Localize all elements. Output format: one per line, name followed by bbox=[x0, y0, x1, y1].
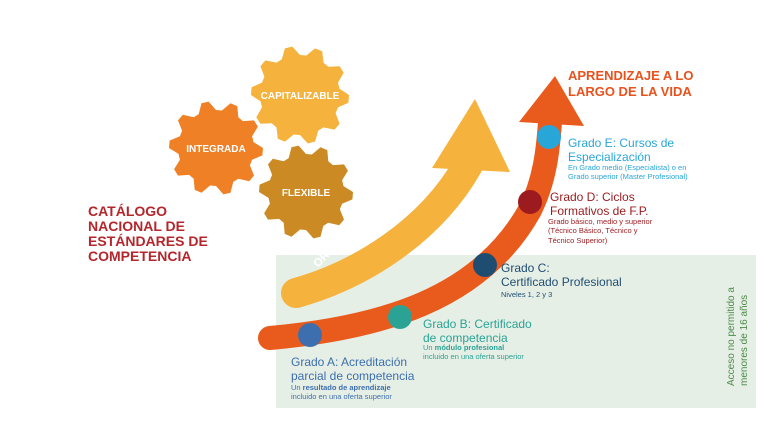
grade-d-sub-line-1: Grado básico, medio y superior bbox=[548, 217, 653, 226]
grade-e-sub-line-2: Grado superior (Master Profesional) bbox=[568, 172, 688, 182]
catalog-title-line-2: NACIONAL DE bbox=[88, 218, 185, 235]
grade-a-sub-post: incluido en una oferta superior bbox=[291, 392, 392, 402]
lifelong-title: APRENDIZAJE A LO LARGO DE LA VIDA bbox=[568, 68, 748, 101]
age-note-line-1: Acceso no permitido a bbox=[726, 287, 737, 386]
grade-d-title-line-1: Grado D: Ciclos bbox=[550, 190, 635, 204]
grade-b-subtitle: Un módulo profesional incluido en una of… bbox=[423, 343, 563, 362]
gear-body bbox=[251, 46, 349, 144]
grade-e-subtitle: En Grado medio (Especialista) o en Grado… bbox=[568, 163, 728, 182]
gear-integrada-icon: INTEGRADA bbox=[169, 101, 263, 195]
grade-c-sub-line-1: Niveles 1, 2 y 3 bbox=[501, 290, 553, 299]
lifelong-title-line-1: APRENDIZAJE A LO bbox=[568, 68, 694, 83]
gear-label: CAPITALIZABLE bbox=[261, 91, 340, 102]
grade-b-title-line-1: Grado B: Certificado bbox=[423, 317, 532, 331]
grade-b-sub-bold: módulo profesional bbox=[434, 343, 505, 352]
catalog-title-line-1: CATÁLOGO bbox=[88, 203, 168, 219]
orientation-arrow bbox=[281, 99, 510, 308]
grade-a-title: Grado A: Acreditación parcial de compete… bbox=[291, 355, 431, 384]
grade-e-sub-line-1: En Grado medio (Especialista) o en bbox=[568, 163, 687, 172]
grade-a-sub-pre: Un bbox=[291, 383, 303, 392]
grade-a-subtitle: Un resultado de aprendizaje incluido en … bbox=[291, 383, 431, 402]
grade-d-title: Grado D: Ciclos Formativos de F.P. bbox=[550, 190, 690, 219]
main-arrow bbox=[258, 76, 584, 350]
gear-label: FLEXIBLE bbox=[282, 188, 331, 199]
grade-d-sub-line-3: Técnico Superior) bbox=[548, 235, 608, 245]
age-note-line-2: menores de 16 años bbox=[739, 295, 750, 386]
grade-d-subtitle: Grado básico, medio y superior (Técnico … bbox=[548, 217, 688, 245]
grade-b-title: Grado B: Certificado de competencia bbox=[423, 317, 553, 346]
catalog-title-line-4: COMPETENCIA bbox=[88, 248, 192, 265]
grade-b-marker bbox=[388, 305, 412, 329]
gear-body bbox=[169, 101, 263, 195]
gear-flexible-icon: FLEXIBLE bbox=[259, 145, 353, 239]
grade-c-title-line-2: Certificado Profesional bbox=[501, 274, 622, 289]
grade-c-subtitle: Niveles 1, 2 y 3 bbox=[501, 290, 621, 299]
grade-d-title-line-2: Formativos de F.P. bbox=[550, 203, 649, 218]
catalog-title-line-3: ESTÁNDARES DE bbox=[88, 233, 208, 250]
grade-c-title: Grado C: Certificado Profesional bbox=[501, 261, 641, 290]
grade-c-title-line-1: Grado C: bbox=[501, 261, 550, 275]
grade-d-sub-line-2: (Técnico Básico, Técnico y bbox=[548, 226, 638, 236]
gear-body bbox=[259, 145, 353, 239]
grade-b-sub-pre: Un bbox=[423, 343, 435, 352]
grade-a-sub-bold: resultado de aprendizaje bbox=[302, 383, 391, 392]
catalog-title: CATÁLOGO NACIONAL DE ESTÁNDARES DE COMPE… bbox=[88, 203, 238, 265]
grade-e-title-line-2: Especialización bbox=[568, 149, 651, 164]
grade-c-marker bbox=[473, 253, 497, 277]
grade-a-marker bbox=[298, 323, 322, 347]
grade-a-title-line-2: parcial de competencia bbox=[291, 368, 415, 383]
age-note: Acceso no permitido a menores de 16 años bbox=[726, 284, 750, 386]
lifelong-title-line-2: LARGO DE LA VIDA bbox=[568, 84, 692, 100]
gear-label: INTEGRADA bbox=[186, 144, 245, 155]
grade-b-title-line-2: de competencia bbox=[423, 330, 508, 345]
grade-a-title-line-1: Grado A: Acreditación bbox=[291, 355, 408, 369]
grade-e-title-line-1: Grado E: Cursos de bbox=[568, 136, 675, 150]
grade-e-marker bbox=[537, 125, 561, 149]
grade-b-sub-post: incluido en una oferta superior bbox=[423, 352, 524, 362]
grade-d-marker bbox=[518, 190, 542, 214]
grade-e-title: Grado E: Cursos de Especialización bbox=[568, 136, 718, 165]
gear-capitalizable-icon: CAPITALIZABLE bbox=[251, 46, 349, 144]
